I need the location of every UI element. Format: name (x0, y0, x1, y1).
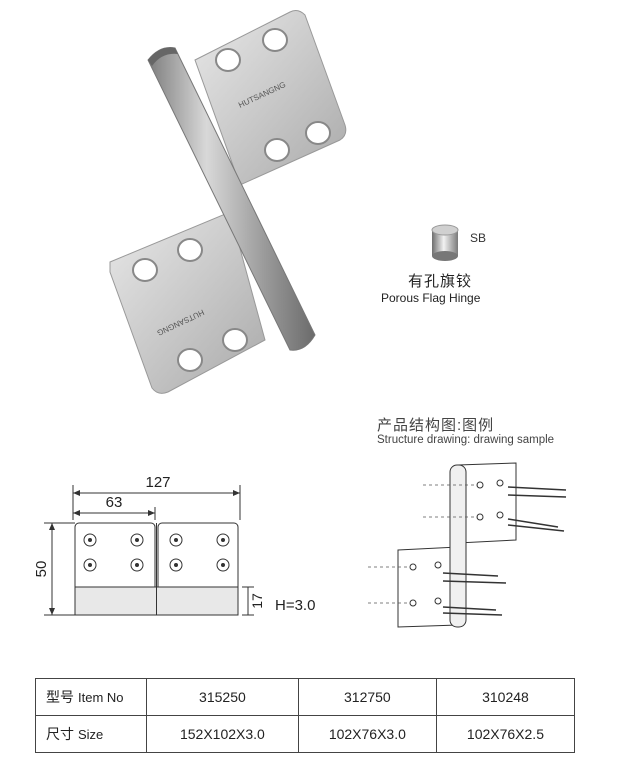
product-name-en: Porous Flag Hinge (381, 291, 481, 305)
dimension-drawing: 127 63 50 17 (33, 474, 265, 616)
hinge-product-photo: HUTSANGNG HUTSANGNG (109, 10, 347, 394)
dim-knuckle: 17 (249, 593, 265, 609)
item-no-cell: 315250 (146, 678, 299, 716)
spec-table: 型号 Item No 315250 312750 310248 尺寸 Size 15… (35, 678, 576, 753)
row-label-en: Size (78, 727, 104, 742)
row-label-en: Item No (78, 690, 124, 705)
dim-height: 50 (33, 561, 50, 578)
size-cell: 102X76X3.0 (297, 715, 437, 753)
item-no-cell: 310248 (435, 678, 576, 716)
finish-swatch (428, 222, 518, 262)
dim-leaf-width: 63 (106, 494, 123, 511)
structure-sample-drawing (368, 462, 567, 628)
row-label-cn: 型号 (46, 689, 74, 705)
dim-overall-width: 127 (145, 474, 170, 491)
row-label-cn: 尺寸 (46, 726, 74, 742)
thickness-label: H=3.0 (275, 597, 316, 614)
structure-title-en: Structure drawing: drawing sample (377, 434, 555, 446)
size-cell: 152X102X3.0 (146, 715, 299, 753)
item-no-cell: 312750 (297, 678, 437, 716)
structure-title-cn: 产品结构图:图例 (377, 417, 495, 434)
finish-code: SB (470, 231, 487, 245)
size-cell: 102X76X2.5 (435, 715, 576, 753)
table-row: 型号 Item No 315250 312750 310248 (35, 678, 576, 716)
table-row: 尺寸 Size 152X102X3.0 102X76X3.0 102X76X2.5 (35, 715, 576, 753)
product-name-cn: 有孔旗铰 (408, 273, 473, 290)
